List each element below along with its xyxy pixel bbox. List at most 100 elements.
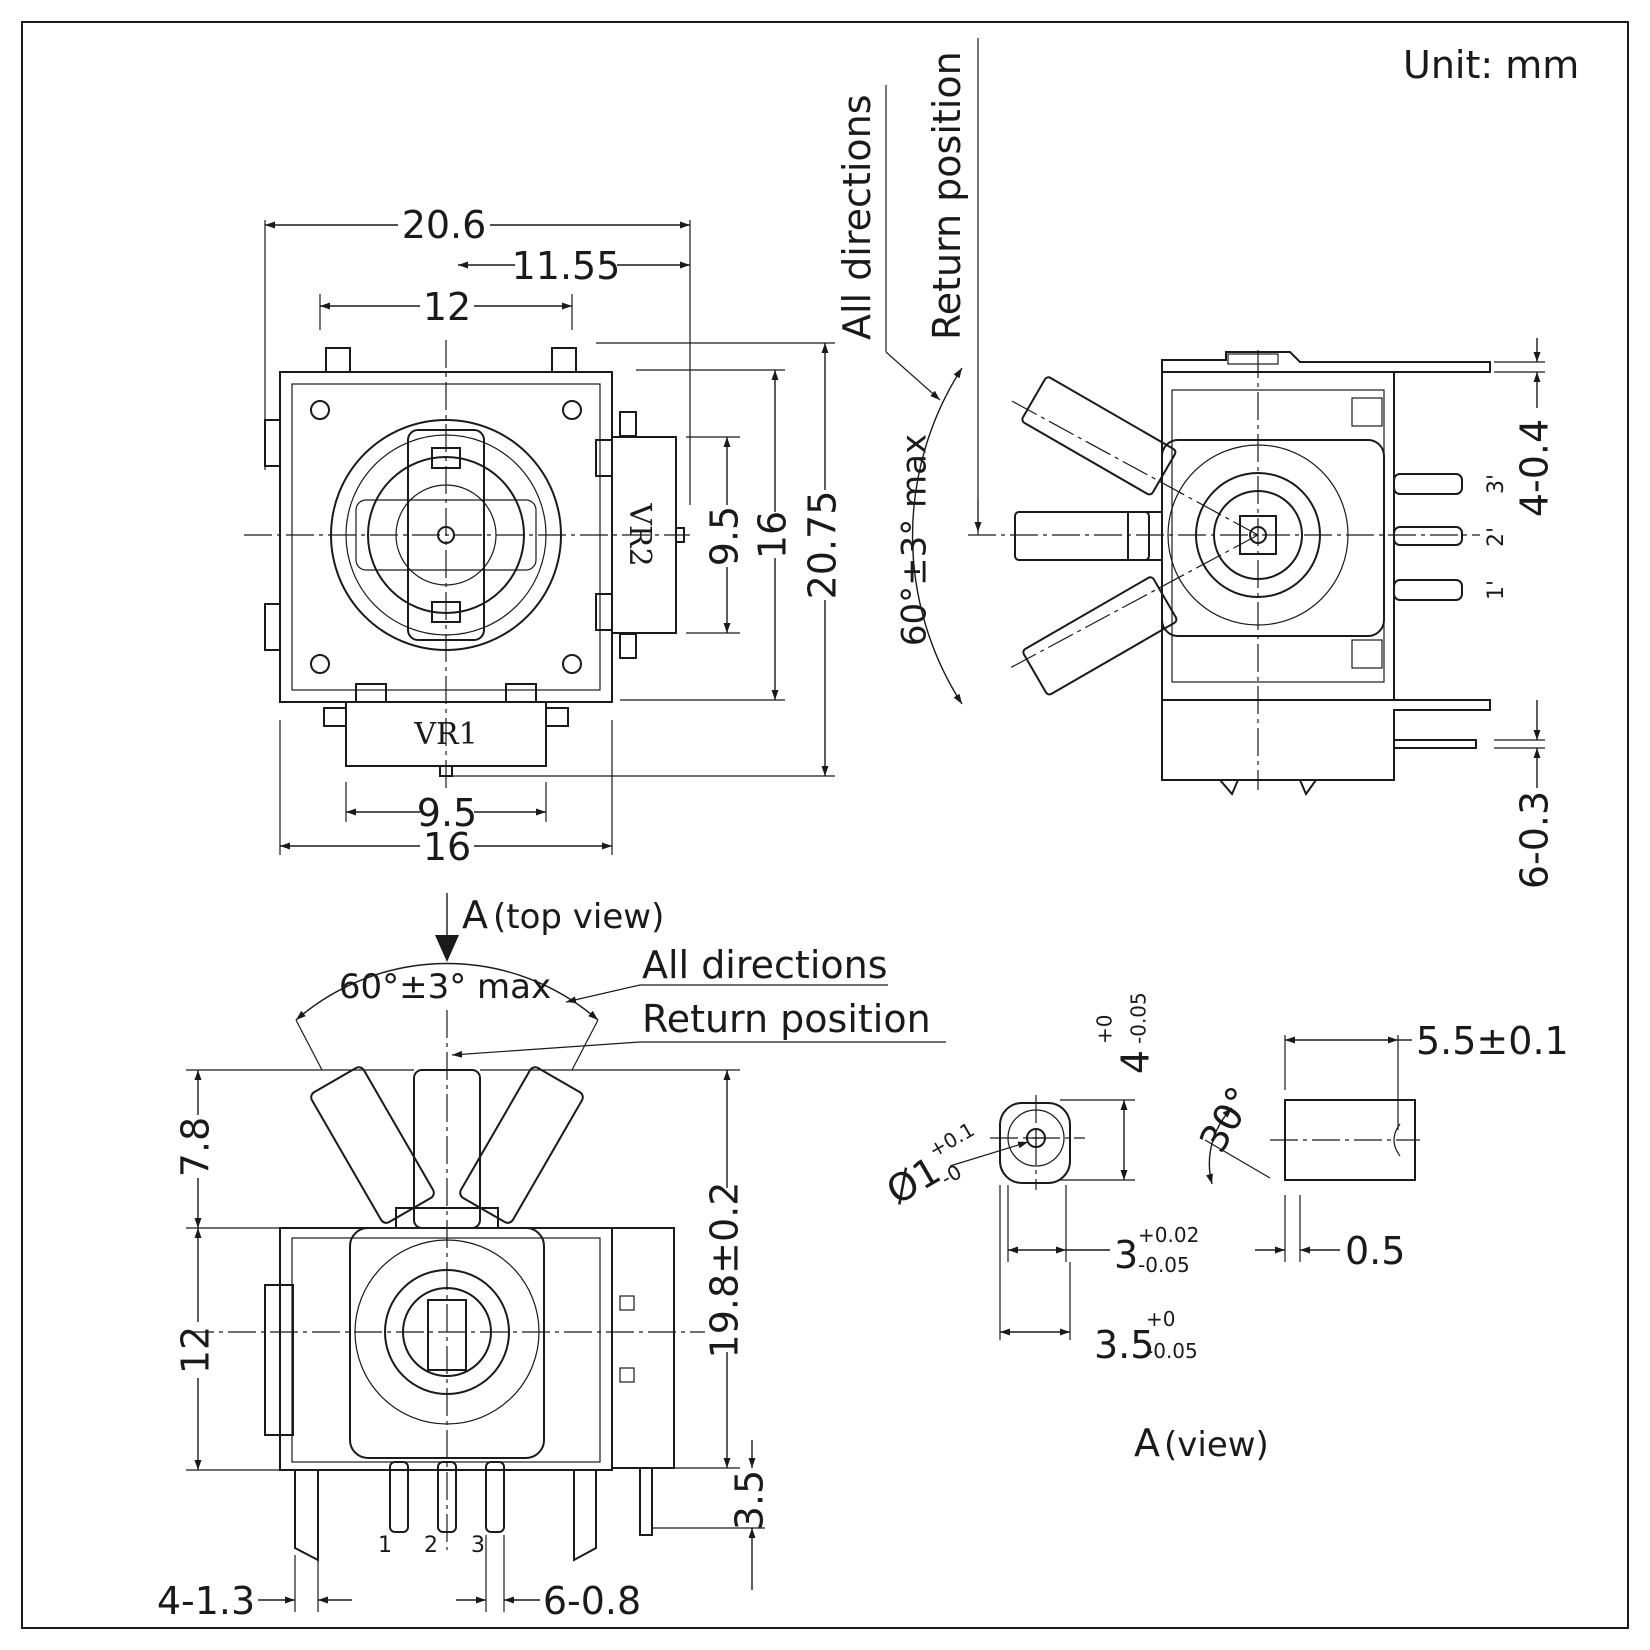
view-arrow-a: A (top view) [435, 893, 664, 962]
front-leader [451, 1041, 641, 1058]
front-tilted-stick-right [459, 1066, 584, 1224]
front-left-panel [264, 1284, 294, 1436]
mount-hole [310, 654, 330, 674]
dim-30: 30° [1191, 1079, 1263, 1159]
dim-3-a: 3 [1114, 1233, 1138, 1277]
dim-16-bottom: 16 [423, 825, 471, 869]
front-leg-right [573, 1470, 597, 1562]
dim-12-front: 12 [174, 1326, 218, 1374]
pin-label-1p: 1' [1484, 580, 1509, 600]
a-view-title-suffix: (view) [1164, 1425, 1269, 1465]
ext-line [571, 1019, 599, 1071]
dim-16-right: 16 [751, 511, 795, 559]
a-view-title-letter: A [1134, 1421, 1160, 1465]
pin-label-3p: 3' [1484, 474, 1509, 494]
side-right-tab [1351, 639, 1383, 669]
dim-5-5: 5.5±0.1 [1416, 1019, 1569, 1063]
side-angle-label: 60°±3° max [895, 434, 935, 646]
front-pin-label-1: 1 [378, 1533, 392, 1558]
dim-4-a-tol-low: -0.05 [1127, 992, 1151, 1044]
front-tilted-stick-left [310, 1066, 435, 1224]
dim-6-0-8: 6-0.8 [543, 1579, 641, 1623]
dim-3-a-up: +0.02 [1138, 1223, 1199, 1247]
vr1-tab [355, 683, 387, 703]
dim-4-a-tol-up: +0 [1093, 1015, 1117, 1044]
front-all-directions: All directions [642, 943, 888, 987]
arrow-a-letter: A [462, 893, 488, 937]
front-right-tab [619, 1367, 635, 1383]
top-tab [325, 347, 351, 373]
dim-20-6: 20.6 [402, 203, 487, 247]
dim-4-1-3: 4-1.3 [157, 1579, 255, 1623]
vr2-pin [619, 411, 637, 437]
unit-label: Unit: mm [1403, 43, 1579, 87]
dim-9-5-bottom: 9.5 [417, 791, 477, 835]
front-view: 1 2 3 60°±3° max All directions Return p… [157, 943, 946, 1623]
front-right-panel [611, 1227, 675, 1469]
top-tab [551, 347, 577, 373]
dim-20-75: 20.75 [801, 491, 845, 600]
dim-6-0-3: 6-0.3 [1513, 791, 1557, 889]
tilted-shaft-up [1021, 376, 1177, 496]
front-housing-inner [291, 1237, 601, 1463]
pin-2p [1393, 526, 1463, 546]
a-view: 4 +0 -0.05 Ø1 +0.1 -0 3 +0.02 -0.05 3.5 … [879, 992, 1569, 1465]
front-leader [565, 984, 641, 1004]
front-right-tab [619, 1295, 635, 1311]
side-housing-inner [1171, 389, 1385, 683]
left-tab [264, 419, 281, 467]
side-bottom-bracket [1161, 699, 1491, 781]
vr1-pin [323, 707, 347, 727]
arrow-a-head [435, 935, 459, 962]
vr2-tab [595, 593, 613, 631]
side-centerline-tilt [1009, 534, 1259, 669]
dim-11-55: 11.55 [512, 244, 621, 288]
front-pin-3 [485, 1461, 505, 1533]
side-leader [885, 351, 941, 401]
front-housing [279, 1227, 613, 1471]
side-foot [1219, 779, 1317, 797]
dim-7-8: 7.8 [174, 1117, 218, 1177]
side-angle-arc [911, 367, 963, 705]
a-tip-body [999, 1102, 1071, 1184]
dim-3-5-a: 3.5 [1094, 1323, 1154, 1367]
dim-0-5: 0.5 [1345, 1229, 1405, 1273]
front-pin-label-3: 3 [471, 1533, 485, 1558]
mount-hole [562, 400, 582, 420]
side-top-tab [1227, 353, 1279, 365]
side-centerline-tilt [1009, 399, 1259, 536]
mount-hole [562, 654, 582, 674]
side-view: 60°±3° max All directions Return positio… [835, 38, 1557, 889]
vr2-pin [619, 633, 637, 659]
front-pin-1 [389, 1461, 409, 1533]
tilted-shaft-down [1022, 576, 1178, 696]
pin-label-2p: 2' [1484, 527, 1509, 547]
side-all-directions: All directions [835, 94, 879, 340]
mount-hole [310, 400, 330, 420]
side-top-bracket [1161, 351, 1491, 373]
dim-3-a-low: -0.05 [1138, 1253, 1190, 1277]
vr1-tab [505, 683, 537, 703]
dim-4-0-4: 4-0.4 [1513, 419, 1557, 517]
side-shaft-collar [1127, 511, 1163, 561]
dim-3-5-front: 3.5 [728, 1470, 772, 1530]
side-pins [1393, 473, 1463, 601]
side-return-position: Return position [925, 51, 969, 340]
angle-arc-30 [1206, 1107, 1233, 1185]
front-return-position: Return position [642, 997, 931, 1041]
dim-19-8: 19.8±0.2 [703, 1182, 747, 1359]
dim-12-top: 12 [423, 285, 471, 329]
left-tab [264, 603, 281, 651]
front-leg-pin [639, 1468, 653, 1536]
pin-3p [1393, 473, 1463, 495]
ext-line [295, 1019, 323, 1071]
dim-3-5-a-low: -0.05 [1146, 1339, 1198, 1363]
dim-dia-up: +0.1 [925, 1117, 979, 1162]
pin-1p [1393, 579, 1463, 601]
side-shaft [1014, 511, 1150, 561]
side-bottom-pin [1394, 739, 1477, 749]
vr1-pin [545, 707, 569, 727]
dim-4-a: 4 [1114, 1050, 1158, 1074]
dia-leader [949, 1141, 1029, 1167]
